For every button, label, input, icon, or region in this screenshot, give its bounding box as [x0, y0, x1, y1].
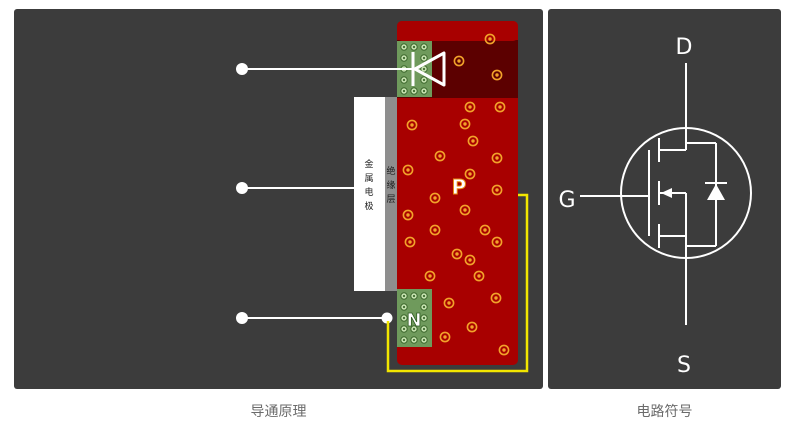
insulator-label: 绝 缘 层	[386, 165, 395, 205]
gate-label: G	[558, 188, 575, 213]
svg-text:极: 极	[364, 200, 373, 212]
drain-label: D	[676, 35, 693, 60]
svg-text:属: 属	[364, 173, 373, 184]
body-diode-arrow-icon	[707, 184, 725, 200]
n-region-label: N	[406, 310, 421, 331]
circuit-symbol-panel	[548, 9, 781, 389]
p-top-strip	[397, 21, 518, 41]
svg-text:绝: 绝	[386, 165, 395, 177]
svg-text:层: 层	[386, 194, 395, 205]
channel-arrow-icon	[661, 188, 672, 198]
p-region-label: P	[452, 175, 467, 199]
svg-text:金: 金	[364, 158, 373, 170]
terminal-wires	[236, 63, 412, 324]
source-label: S	[677, 353, 691, 378]
caption-circuit-symbol: 电路符号	[636, 404, 693, 420]
svg-text:电: 电	[364, 186, 373, 198]
body-diode-icon	[411, 51, 446, 87]
caption-conduction-principle: 导通原理	[250, 404, 307, 420]
bias-loop-wire	[386, 193, 529, 373]
insulator-layer	[385, 97, 397, 291]
metal-electrode-label: 金 属 电 极	[364, 158, 373, 212]
svg-text:缘: 缘	[386, 179, 395, 191]
metal-electrode	[354, 97, 385, 291]
mosfet-symbol	[580, 63, 752, 325]
